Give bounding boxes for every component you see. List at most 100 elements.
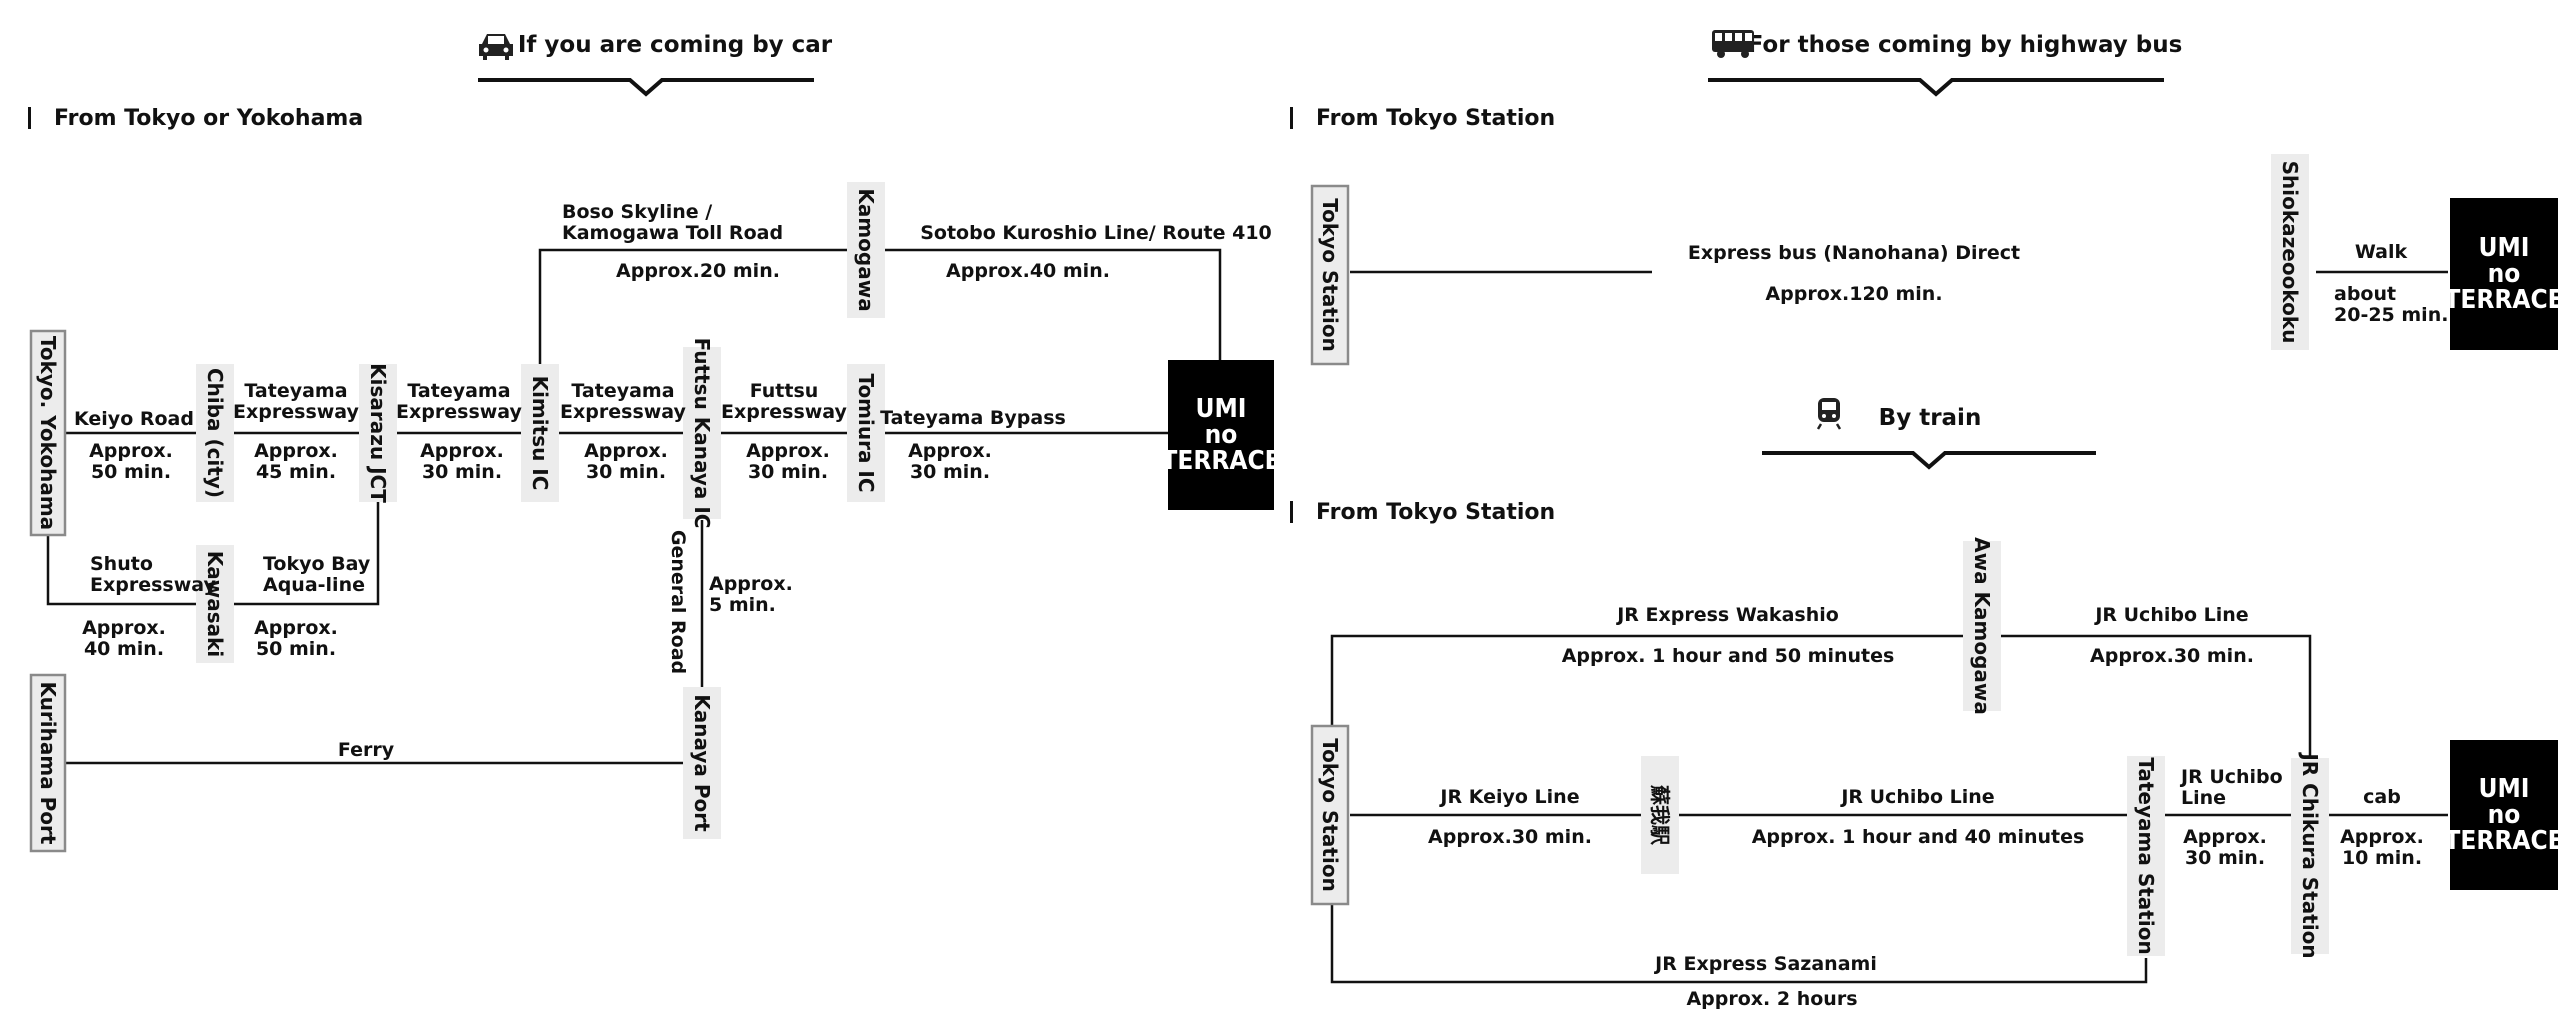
label-boso-skyline-line: Kamogawa Toll Road bbox=[562, 222, 783, 244]
node-kurihama-label: Kurihama Port bbox=[36, 682, 60, 845]
label-express-time: Approx.120 min. bbox=[1765, 283, 1942, 305]
train-light bbox=[1832, 414, 1836, 418]
destination-box bbox=[2450, 198, 2558, 350]
label-uchibo-top-time: Approx.30 min. bbox=[2090, 645, 2254, 667]
node-shiokazeookoku: Shiokazeookoku bbox=[2271, 154, 2309, 350]
label-futtsu-time-line: Approx. bbox=[746, 440, 830, 462]
label-keiyo-road: Keiyo Road bbox=[74, 408, 194, 430]
label-boso-skyline: Boso Skyline /Kamogawa Toll Road bbox=[562, 201, 783, 244]
node-soga-label: 蘇我駅 bbox=[1648, 784, 1672, 845]
label-futtsu-expressway-line: Futtsu bbox=[750, 380, 819, 402]
label-jr-wakashio: JR Express Wakashio bbox=[1615, 604, 1839, 626]
label-tateyama-3-time-line: 30 min. bbox=[586, 461, 666, 483]
train-window bbox=[1822, 402, 1836, 410]
node-chiba-box bbox=[196, 364, 234, 502]
node-kisarazu: Kisarazu JCT bbox=[359, 363, 397, 503]
label-walk-time-line: 20-25 min. bbox=[2334, 304, 2448, 326]
node-kurihama-box bbox=[29, 673, 67, 853]
label-tateyama-bypass-line: Tateyama Bypass bbox=[880, 407, 1066, 429]
label-uchibo-top: JR Uchibo Line bbox=[2093, 604, 2248, 626]
label-futtsu-time: Approx.30 min. bbox=[746, 440, 830, 483]
label-tateyama-1-time: Approx.45 min. bbox=[254, 440, 338, 483]
label-walk-line: Walk bbox=[2355, 241, 2408, 263]
node-futtsu-kanaya-box bbox=[683, 347, 721, 519]
node-bus-tokyo-station-box bbox=[1310, 184, 1350, 366]
node-tokyo-yokohama-box bbox=[29, 329, 67, 537]
route-lines bbox=[46, 248, 2448, 984]
node-kamogawa-box bbox=[847, 182, 885, 318]
label-express-time-line: Approx.120 min. bbox=[1765, 283, 1942, 305]
label-ferry: Ferry bbox=[338, 739, 395, 761]
train-icon bbox=[1816, 398, 1842, 430]
label-tateyama-2-time-line: 30 min. bbox=[422, 461, 502, 483]
bus-header-underline bbox=[1708, 78, 2164, 97]
label-keiyo-time: Approx.50 min. bbox=[89, 440, 173, 483]
train-legs bbox=[1816, 423, 1842, 430]
node-bus-tokyo-station-label: Tokyo Station bbox=[1318, 198, 1342, 352]
label-bypass-time: Approx.30 min. bbox=[908, 440, 992, 483]
node-tateyama-station: Tateyama Station bbox=[2127, 756, 2165, 956]
node-tomiura-box bbox=[847, 364, 885, 502]
label-uchibo-mid-time-line: Approx. 1 hour and 40 minutes bbox=[1752, 826, 2085, 848]
label-general-road: General Road bbox=[667, 530, 689, 674]
bus-section-title-bar bbox=[1290, 107, 1293, 129]
node-kawasaki-label: Kawasaki bbox=[203, 551, 227, 658]
label-cab: cab bbox=[2363, 786, 2401, 808]
node-kimitsu-label: Kimitsu IC bbox=[528, 376, 552, 491]
label-keiyo-train-time: Approx.30 min. bbox=[1428, 826, 1592, 848]
destination-text: no bbox=[2488, 259, 2521, 289]
label-boso-skyline-line: Boso Skyline / bbox=[562, 201, 712, 223]
destination-text: TERRACE bbox=[2444, 826, 2560, 856]
label-jr-sazanami-line: JR Express Sazanami bbox=[1653, 953, 1877, 975]
label-tateyama-2-line: Expressway bbox=[396, 401, 522, 423]
train-bottom-line bbox=[1330, 905, 2148, 984]
destination-text: TERRACE bbox=[2444, 285, 2560, 315]
node-chiba-label: Chiba (city) bbox=[203, 368, 227, 498]
car-body bbox=[479, 34, 513, 60]
label-tateyama-2-line: Tateyama bbox=[407, 380, 510, 402]
label-general-time: Approx.5 min. bbox=[709, 573, 793, 616]
node-train-tokyo-station: Tokyo Station bbox=[1310, 724, 1350, 906]
label-boso-time: Approx.20 min. bbox=[616, 260, 780, 282]
train-header: By train bbox=[1879, 405, 1982, 431]
label-sotobo-line: Sotobo Kuroshio Line/ Route 410 bbox=[920, 222, 1272, 244]
bus-header: For those coming by highway bus bbox=[1748, 32, 2183, 58]
node-tokyo-yokohama-label: Tokyo. Yokohama bbox=[36, 336, 60, 530]
destination-box bbox=[2450, 740, 2558, 890]
node-soga: 蘇我駅 bbox=[1641, 756, 1679, 874]
label-uchibo-short-time: Approx.30 min. bbox=[2183, 826, 2267, 869]
label-tateyama-3-line: Tateyama bbox=[571, 380, 674, 402]
node-kanaya-port: Kanaya Port bbox=[683, 687, 721, 839]
node-awa-kamogawa: Awa Kamogawa bbox=[1963, 537, 2001, 715]
car-icon bbox=[479, 34, 513, 60]
label-sazanami-time: Approx. 2 hours bbox=[1686, 988, 1857, 1010]
label-tateyama-bypass: Tateyama Bypass bbox=[880, 407, 1066, 429]
node-kurihama: Kurihama Port bbox=[29, 673, 67, 853]
node-tokyo-yokohama: Tokyo. Yokohama bbox=[29, 329, 67, 537]
label-uchibo-short-line: Line bbox=[2181, 787, 2226, 809]
node-tateyama-station-label: Tateyama Station bbox=[2134, 757, 2158, 954]
label-shuto-expressway-line: Expressway bbox=[90, 574, 216, 596]
label-aqua-time-line: 50 min. bbox=[256, 638, 336, 660]
node-bus-tokyo-station: Tokyo Station bbox=[1310, 184, 1350, 366]
node-kanaya-port-box bbox=[683, 687, 721, 839]
bus-window bbox=[1725, 33, 1732, 41]
label-jr-keiyo: JR Keiyo Line bbox=[1438, 786, 1579, 808]
car-header-underline bbox=[478, 78, 814, 97]
node-futtsu-kanaya-label: Futtsu Kanaya IC bbox=[690, 338, 714, 529]
label-tateyama-1-time-line: Approx. bbox=[254, 440, 338, 462]
label-jr-keiyo-line: JR Keiyo Line bbox=[1438, 786, 1579, 808]
label-uchibo-mid-time: Approx. 1 hour and 40 minutes bbox=[1752, 826, 2085, 848]
label-boso-time-line: Approx.20 min. bbox=[616, 260, 780, 282]
node-awa-kamogawa-label: Awa Kamogawa bbox=[1970, 537, 1994, 715]
bus-window bbox=[1735, 33, 1742, 41]
label-uchibo-short-time-line: Approx. bbox=[2183, 826, 2267, 848]
label-aqua-line-line: Aqua-line bbox=[263, 574, 365, 596]
destination-text: UMI bbox=[2479, 233, 2530, 263]
